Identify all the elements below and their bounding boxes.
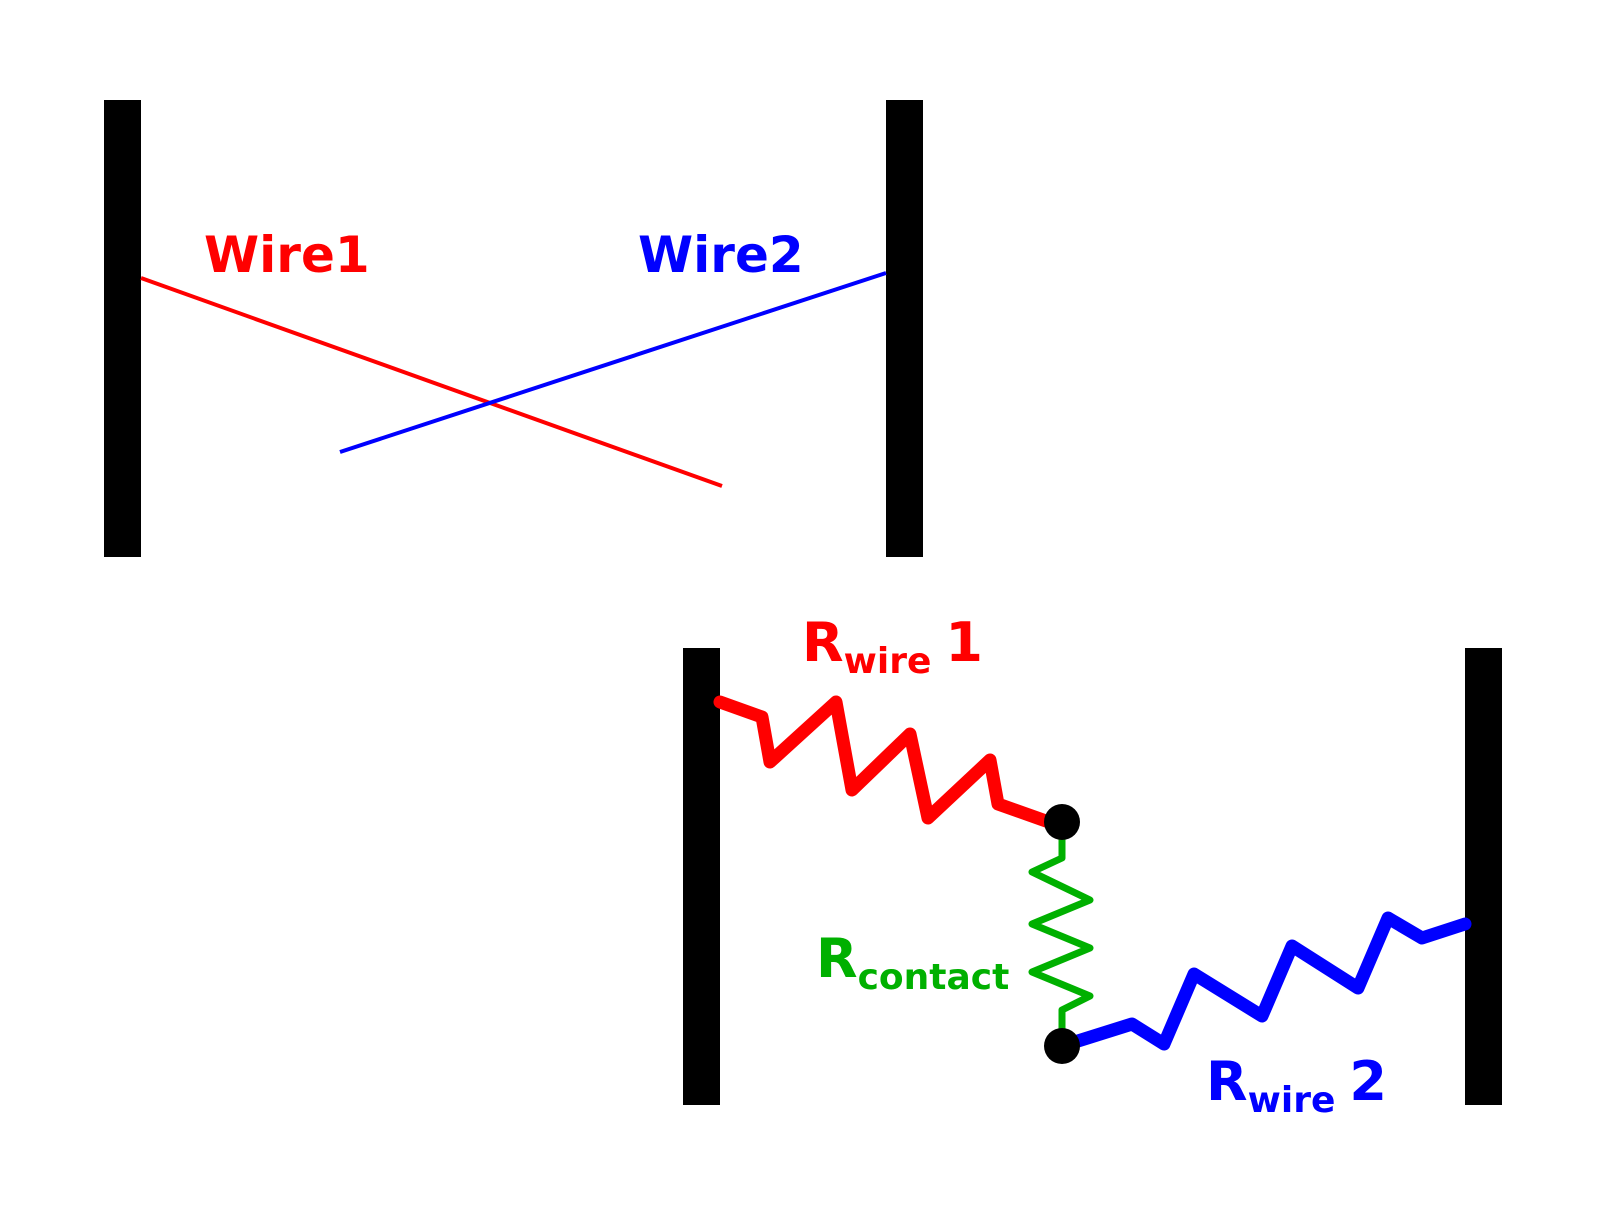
left-electrode-top bbox=[104, 100, 141, 557]
r-wire2-suffix: 2 bbox=[1349, 1050, 1387, 1113]
r-wire1-suffix: 1 bbox=[945, 611, 983, 674]
r-contact-main: R bbox=[816, 927, 858, 990]
r-wire1-label: Rwire 1 bbox=[802, 611, 983, 682]
wire2-label: Wire2 bbox=[638, 226, 804, 284]
r-wire2-resistor bbox=[1055, 911, 1472, 1053]
junction-node-bottom bbox=[1044, 1028, 1080, 1064]
r-wire2-label: Rwire 2 bbox=[1206, 1050, 1387, 1121]
left-electrode-bottom bbox=[683, 648, 720, 1105]
r-wire1-main: R bbox=[802, 611, 844, 674]
r-wire2-main: R bbox=[1206, 1050, 1248, 1113]
wire1-label: Wire1 bbox=[204, 226, 370, 284]
r-contact-label: Rcontact bbox=[816, 927, 1009, 998]
wire1-line bbox=[140, 276, 723, 488]
r-wire1-sub: wire bbox=[844, 641, 932, 682]
junction-node-top bbox=[1044, 804, 1080, 840]
bottom-diagram: Rwire 1 Rcontact Rwire 2 bbox=[683, 611, 1502, 1121]
r-wire1-resistor bbox=[713, 695, 1067, 833]
right-electrode-bottom bbox=[1465, 648, 1502, 1105]
wire2-line bbox=[339, 271, 887, 454]
r-wire2-sub: wire bbox=[1248, 1080, 1336, 1121]
top-diagram: Wire1 Wire2 bbox=[104, 100, 923, 557]
r-contact-sub: contact bbox=[858, 957, 1010, 998]
r-contact-resistor bbox=[1028, 818, 1094, 1050]
right-electrode-top bbox=[886, 100, 923, 557]
